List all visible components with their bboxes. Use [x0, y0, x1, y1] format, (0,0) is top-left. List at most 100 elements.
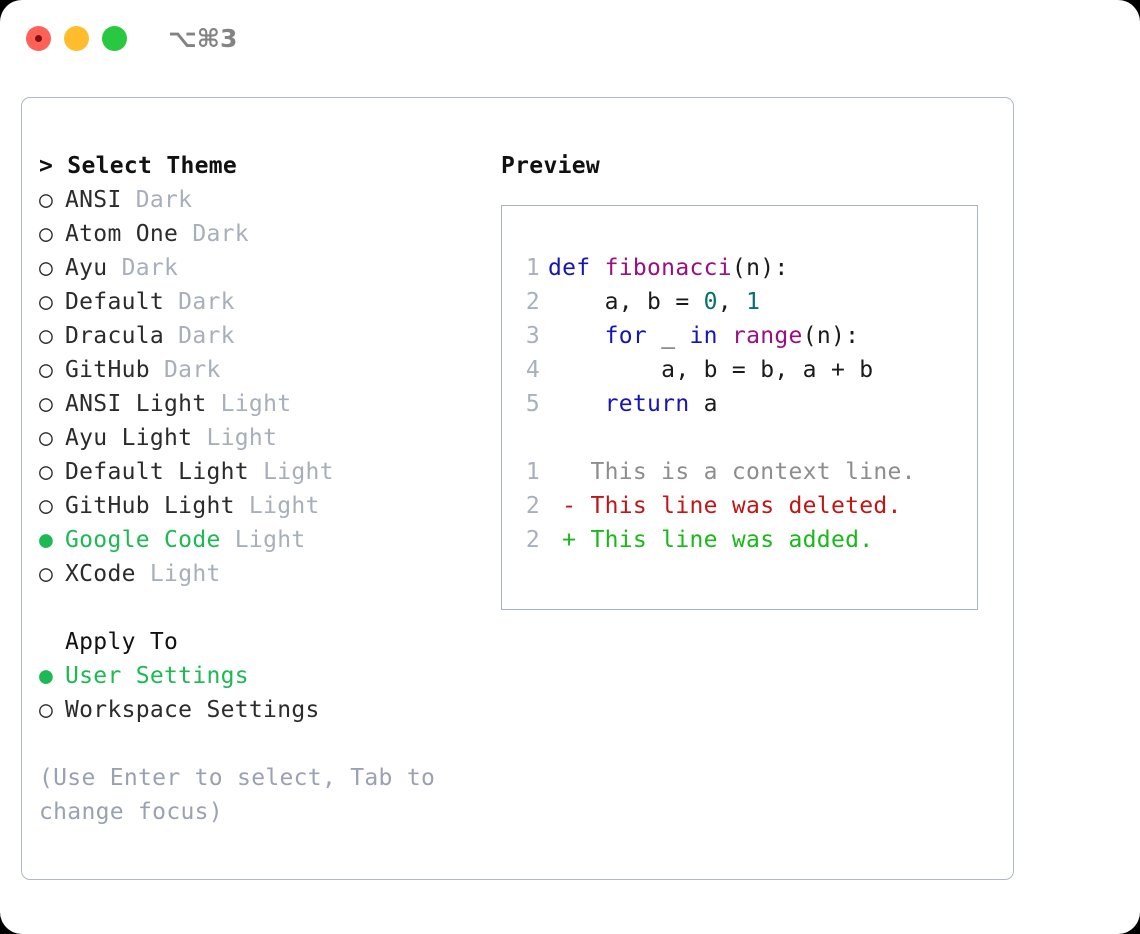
theme-variant: Dark — [164, 323, 235, 349]
code-token — [718, 323, 732, 349]
theme-list-item[interactable]: ○ Default Light Light — [39, 455, 499, 489]
theme-list-item[interactable]: ○ GitHub Dark — [39, 353, 499, 387]
radio-selected-icon[interactable]: ● — [39, 663, 54, 689]
theme-variant: Light — [234, 493, 320, 519]
radio-unselected-icon[interactable]: ○ — [39, 255, 54, 281]
theme-name: Atom One — [65, 221, 179, 247]
radio-selected-icon[interactable]: ● — [39, 527, 54, 553]
radio-unselected-icon[interactable]: ○ — [39, 323, 54, 349]
diff-text: + This line was added. — [548, 527, 874, 553]
code-token: fibonacci — [604, 255, 732, 281]
theme-list-item[interactable]: ○ Ayu Dark — [39, 251, 499, 285]
theme-list-item[interactable]: ●Google Code Light — [39, 523, 499, 557]
code-token: a, b = b, a + b — [548, 357, 874, 383]
keyboard-hint-text: (Use Enter to select, Tab to change focu… — [39, 765, 436, 825]
radio-unselected-icon[interactable]: ○ — [39, 561, 54, 587]
code-token: , — [717, 289, 747, 315]
theme-list: ○ANSI Dark○Atom One Dark○Ayu Dark○Defaul… — [39, 183, 499, 591]
line-number: 5 — [525, 391, 540, 417]
radio-unselected-icon[interactable]: ○ — [39, 459, 54, 485]
line-number: 1 — [525, 255, 540, 281]
diff-sample: 1 This is a context line.2 - This line w… — [518, 455, 977, 557]
radio-unselected-icon[interactable]: ○ — [39, 493, 54, 519]
diff-spacer — [518, 421, 977, 455]
code-token: a — [689, 391, 718, 417]
title-bar: ⌥⌘3 — [0, 0, 1140, 76]
theme-variant: Light — [192, 425, 278, 451]
keyboard-shortcut-label: ⌥⌘3 — [168, 24, 238, 53]
code-token: for — [604, 323, 648, 349]
line-number: 2 — [525, 527, 540, 553]
theme-variant: Dark — [121, 187, 193, 213]
radio-unselected-icon[interactable]: ○ — [39, 391, 54, 417]
line-number: 2 — [525, 289, 540, 315]
apply-to-item[interactable]: ○ Workspace Settings — [39, 693, 499, 727]
code-token: a, b = — [548, 289, 704, 315]
theme-name: Ayu — [65, 255, 108, 281]
theme-list-item[interactable]: ○ Dracula Dark — [39, 319, 499, 353]
radio-unselected-icon[interactable]: ○ — [39, 425, 54, 451]
theme-name: Default — [65, 289, 165, 315]
diff-text: - This line was deleted. — [548, 493, 902, 519]
theme-variant: Dark — [107, 255, 179, 281]
code-line: 5 return a — [518, 387, 977, 421]
diff-line: 2 - This line was deleted. — [518, 489, 977, 523]
theme-list-item[interactable]: ○XCode Light — [39, 557, 499, 591]
theme-name: Google Code — [65, 527, 221, 553]
theme-variant: Light — [135, 561, 221, 587]
theme-name: Dracula — [65, 323, 165, 349]
minimize-button-icon[interactable] — [64, 26, 89, 51]
theme-selector-column: > Select Theme ○ANSI Dark○Atom One Dark○… — [39, 149, 499, 829]
line-number: 1 — [525, 459, 540, 485]
main-panel: > Select Theme ○ANSI Dark○Atom One Dark○… — [21, 97, 1014, 880]
theme-name: Default Light — [65, 459, 249, 485]
code-token: _ — [647, 323, 690, 349]
theme-list-item[interactable]: ○ ANSI Light Light — [39, 387, 499, 421]
theme-name: Ayu Light — [65, 425, 193, 451]
theme-name: GitHub — [65, 357, 150, 383]
radio-unselected-icon[interactable]: ○ — [39, 289, 54, 315]
code-token: range — [731, 323, 803, 349]
apply-to-label: Workspace Settings — [65, 697, 320, 723]
theme-list-item[interactable]: ○ Atom One Dark — [39, 217, 499, 251]
apply-to-header: Apply To — [65, 629, 179, 655]
theme-variant: Light — [206, 391, 292, 417]
theme-list-item[interactable]: ○ Default Dark — [39, 285, 499, 319]
theme-variant: Dark — [178, 221, 249, 247]
diff-line: 1 This is a context line. — [518, 455, 977, 489]
theme-list-item[interactable]: ○ GitHub Light Light — [39, 489, 499, 523]
diff-line: 2 + This line was added. — [518, 523, 977, 557]
code-token: 1 — [746, 289, 761, 315]
code-line: 4 a, b = b, a + b — [518, 353, 977, 387]
theme-list-item[interactable]: ○ANSI Dark — [39, 183, 499, 217]
radio-unselected-icon[interactable]: ○ — [39, 221, 54, 247]
maximize-button-icon[interactable] — [102, 26, 127, 51]
theme-list-header: > Select Theme — [39, 153, 238, 179]
radio-unselected-icon[interactable]: ○ — [39, 357, 54, 383]
radio-unselected-icon[interactable]: ○ — [39, 187, 54, 213]
radio-unselected-icon[interactable]: ○ — [39, 697, 54, 723]
code-line: 3 for _ in range(n): — [518, 319, 977, 353]
apply-to-item[interactable]: ●User Settings — [39, 659, 499, 693]
code-token: (n): — [802, 323, 860, 349]
diff-text: This is a context line. — [548, 459, 916, 485]
close-button-icon[interactable] — [26, 26, 51, 51]
line-number: 2 — [525, 493, 540, 519]
line-number: 4 — [525, 357, 540, 383]
theme-list-item[interactable]: ○ Ayu Light Light — [39, 421, 499, 455]
code-line: 2 a, b = 0, 1 — [518, 285, 977, 319]
theme-name: GitHub Light — [65, 493, 235, 519]
theme-variant: Light — [248, 459, 334, 485]
code-token: def — [548, 255, 605, 281]
theme-variant: Dark — [164, 289, 235, 315]
theme-name: ANSI Light — [65, 391, 207, 417]
preview-header: Preview — [501, 153, 601, 179]
theme-variant: Dark — [149, 357, 221, 383]
code-token: 0 — [703, 289, 718, 315]
code-token: in — [689, 323, 718, 349]
